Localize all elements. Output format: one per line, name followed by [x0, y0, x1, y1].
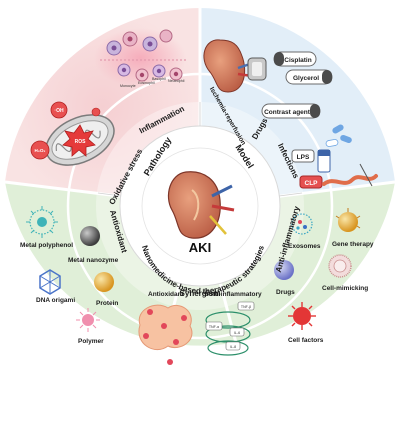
basophil-label: Basophil: [152, 77, 166, 81]
metal-nanozyme-label: Metal nanozyme: [68, 257, 119, 264]
svg-text:H₂O₂: H₂O₂: [35, 148, 46, 153]
clp-tag: CLP: [299, 175, 323, 189]
dna-origami-label: DNA origami: [36, 297, 75, 304]
tnf-b-tag: TNF-β: [237, 301, 255, 311]
drugs-sphere-icon: [274, 260, 294, 280]
exosomes-label: Exosomes: [288, 243, 321, 250]
strategy-illustrations: Metal polyphenol Metal nanozyme DNA orig…: [20, 206, 374, 365]
svg-text:IL-6: IL-6: [234, 331, 240, 335]
protein-label: Protein: [96, 300, 118, 307]
antioxidant-blob-icon: [138, 304, 193, 365]
pills-icon: [325, 124, 352, 147]
aki-title: AKI: [189, 240, 211, 255]
cell-mimicking-label: Cell-mimicking: [322, 285, 368, 292]
neutrophil-label: Neutrophil: [168, 79, 185, 83]
glycerol-label: Glycerol: [293, 75, 319, 82]
eosinophil-label: Eosinophil: [138, 81, 155, 85]
lps-tag: LPS: [291, 149, 315, 163]
synergism-label: Synergism: [180, 289, 221, 298]
exosomes-icon: [291, 213, 313, 235]
ros-label: ROS: [75, 139, 87, 145]
polymer-label: Polymer: [78, 338, 104, 345]
contrast-agent-label: Contrast agent: [264, 109, 311, 116]
svg-text:·OH: ·OH: [54, 108, 64, 114]
clp-label: CLP: [305, 180, 319, 187]
protein-icon: [94, 272, 114, 292]
gene-therapy-label: Gene therapy: [332, 241, 374, 248]
cell-factors-label: Cell factors: [288, 337, 324, 344]
il8-tag: IL-8: [225, 341, 241, 351]
svg-text:TNF-α: TNF-α: [209, 325, 219, 329]
dna-origami-icon: [39, 269, 61, 295]
cisplatin-vial: Cisplatin: [273, 51, 317, 67]
tnf-a-tag: TNF-α: [205, 321, 223, 331]
gene-therapy-icon: [335, 208, 361, 232]
cisplatin-label: Cisplatin: [284, 57, 311, 64]
glycerol-vial: Glycerol: [285, 69, 333, 85]
polymer-icon: [76, 308, 100, 332]
intestine-icon: [322, 174, 378, 186]
ai-drugs-label: Drugs: [276, 289, 295, 296]
center-kidney: AKI: [158, 164, 242, 255]
radical-dot: [91, 107, 101, 117]
needle-icon: [359, 163, 373, 187]
monocyte-label: Monocyte: [120, 84, 136, 88]
il6-tag: IL-6: [229, 327, 245, 337]
cell-factors-icon: [288, 302, 316, 330]
immune-cells: [100, 29, 186, 82]
syn-anti-inflammatory-label: Anti-inflammatory: [206, 291, 262, 298]
lps-bottle-icon: [317, 149, 331, 173]
svg-text:TNF-β: TNF-β: [241, 305, 251, 309]
pathology-illustrations: Monocyte Eosinophil Basophil Neutrophil …: [30, 28, 186, 166]
kidney-icon: [167, 171, 221, 239]
metal-nanozyme-icon: [80, 226, 100, 246]
syn-antioxidant-label: Antioxidant: [148, 291, 185, 298]
svg-text:IL-8: IL-8: [230, 345, 236, 349]
cell-mimicking-icon: [328, 254, 352, 278]
contrast-agent-vial: Contrast agent: [261, 103, 321, 119]
ros-burst-icon: ROS: [62, 124, 96, 157]
metal-polyphenol-label: Metal polyphenol: [20, 242, 73, 249]
lps-label: LPS: [297, 154, 310, 161]
hydroxyl-bubble: ·OH: [50, 101, 68, 119]
clamped-kidney-icon: [203, 39, 267, 93]
model-illustrations: Cisplatin Glycerol Contrast agent LPS: [203, 39, 378, 189]
h2o2-bubble: H₂O₂: [30, 140, 50, 160]
metal-polyphenol-icon: [26, 206, 58, 238]
